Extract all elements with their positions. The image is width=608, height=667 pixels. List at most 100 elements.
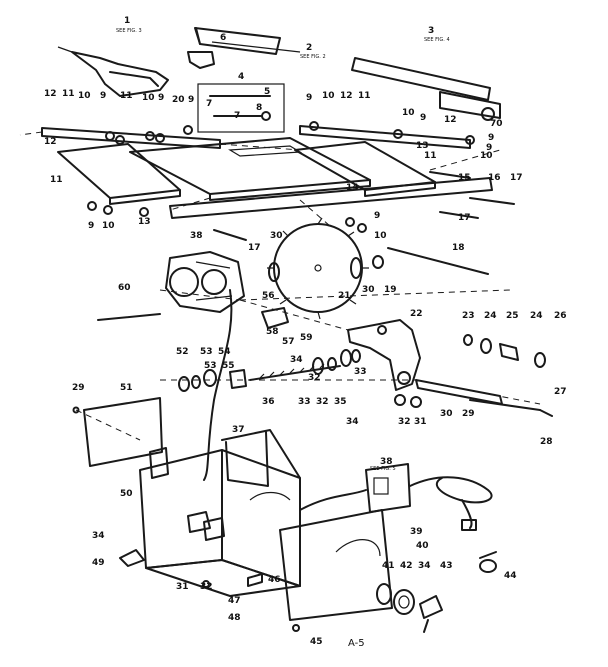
label-10c: 10 — [322, 91, 335, 101]
label-32: 32 — [308, 373, 321, 383]
motor-cable — [299, 489, 367, 511]
label-34c: 34 — [92, 531, 105, 541]
label-20: 20 — [172, 95, 185, 105]
label-11e: 11 — [50, 175, 63, 185]
label-30c: 30 — [440, 409, 453, 419]
label-4: 4 — [238, 72, 244, 82]
label-10: 10 — [78, 91, 91, 101]
label-30: 30 — [270, 231, 283, 241]
power-cord — [409, 476, 493, 531]
label-9b: 9 — [158, 93, 164, 103]
label-39: 39 — [410, 527, 423, 537]
small-fasteners-base — [72, 406, 300, 632]
label-18: 18 — [452, 243, 465, 253]
miter-gauge — [187, 27, 301, 69]
front-rail — [169, 177, 493, 219]
ref-fig3: SEE FIG. 3 — [116, 28, 142, 34]
label-11b: 11 — [120, 91, 133, 101]
label-9: 9 — [100, 91, 106, 101]
label-19: 19 — [384, 285, 397, 295]
label-25: 25 — [506, 311, 519, 321]
label-10b: 10 — [142, 93, 155, 103]
label-17c: 17 — [248, 243, 261, 253]
switch-50 — [149, 447, 169, 479]
label-32d: 32 — [200, 582, 213, 592]
knob-49 — [119, 549, 145, 567]
label-13: 13 — [416, 141, 429, 151]
elevation-bracket — [347, 319, 421, 391]
label-53: 53 — [200, 347, 213, 357]
label-45: 45 — [310, 637, 323, 647]
label-52: 52 — [176, 347, 189, 357]
label-10e: 10 — [480, 151, 493, 161]
rear-panel-40 — [279, 509, 393, 621]
label-27: 27 — [554, 387, 567, 397]
back-rail — [299, 125, 471, 149]
label-28: 28 — [540, 437, 553, 447]
label-6: 6 — [220, 33, 226, 43]
label-50: 50 — [120, 489, 133, 499]
label-29: 29 — [462, 409, 475, 419]
label-11d: 11 — [424, 151, 437, 161]
figure-caption: A-5 — [348, 638, 365, 649]
motor — [165, 251, 245, 481]
label-46: 46 — [268, 575, 281, 585]
label-9f: 9 — [488, 133, 494, 143]
label-9c: 9 — [188, 95, 194, 105]
label-9h: 9 — [374, 211, 380, 221]
inset-parts-box — [197, 83, 285, 133]
label-1: 1 — [124, 16, 130, 26]
dashed-assembly-lines-top — [19, 131, 501, 211]
label-26: 26 — [554, 311, 567, 321]
label-15: 15 — [458, 173, 471, 183]
label-55: 55 — [222, 361, 235, 371]
label-11: 11 — [62, 89, 75, 99]
label-10g: 10 — [102, 221, 115, 231]
label-3: 3 — [428, 26, 434, 36]
ref-fig4: SEE FIG. 4 — [424, 37, 450, 43]
left-extension — [57, 143, 181, 205]
label-43: 43 — [440, 561, 453, 571]
label-57: 57 — [282, 337, 295, 347]
left-side-washers — [178, 369, 247, 392]
right-extension — [294, 141, 436, 197]
label-34: 34 — [290, 355, 303, 365]
pulleys-41-42 — [376, 583, 415, 615]
dashed-assembly-lines-mid — [75, 199, 541, 441]
shaft-rod-18 — [387, 247, 489, 275]
label-17: 17 — [510, 173, 523, 183]
label-60: 60 — [118, 283, 131, 293]
arbor-collar-and-nut — [350, 255, 384, 279]
switch-parts-31-32 — [187, 511, 225, 541]
tilt-crank-parts — [394, 334, 553, 417]
label-48: 48 — [228, 613, 241, 623]
label-12c: 12 — [444, 115, 457, 125]
label-53b: 53 — [204, 361, 217, 371]
label-33b: 33 — [298, 397, 311, 407]
switch-box-38 — [365, 463, 411, 513]
left-rail — [41, 127, 221, 149]
label-34b: 34 — [346, 417, 359, 427]
label-34d: 34 — [418, 561, 431, 571]
ref-fig5: SEE FIG. 5 — [370, 466, 396, 472]
label-5: 5 — [264, 87, 270, 97]
label-21: 21 — [338, 291, 351, 301]
label-59: 59 — [300, 333, 313, 343]
label-9g: 9 — [486, 143, 492, 153]
label-37: 37 — [232, 425, 245, 435]
label-22: 22 — [410, 309, 423, 319]
label-51: 51 — [120, 383, 133, 393]
arbor-shaft-36 — [249, 363, 341, 381]
label-44: 44 — [504, 571, 517, 581]
label-8: 8 — [256, 103, 262, 113]
handle-43 — [419, 595, 443, 633]
label-11c: 11 — [358, 91, 371, 101]
label-12b: 12 — [340, 91, 353, 101]
table-fasteners — [87, 121, 515, 241]
label-49: 49 — [92, 558, 105, 568]
label-17b: 17 — [458, 213, 471, 223]
label-9i: 9 — [88, 221, 94, 231]
label-16: 16 — [488, 173, 501, 183]
label-58: 58 — [266, 327, 279, 337]
